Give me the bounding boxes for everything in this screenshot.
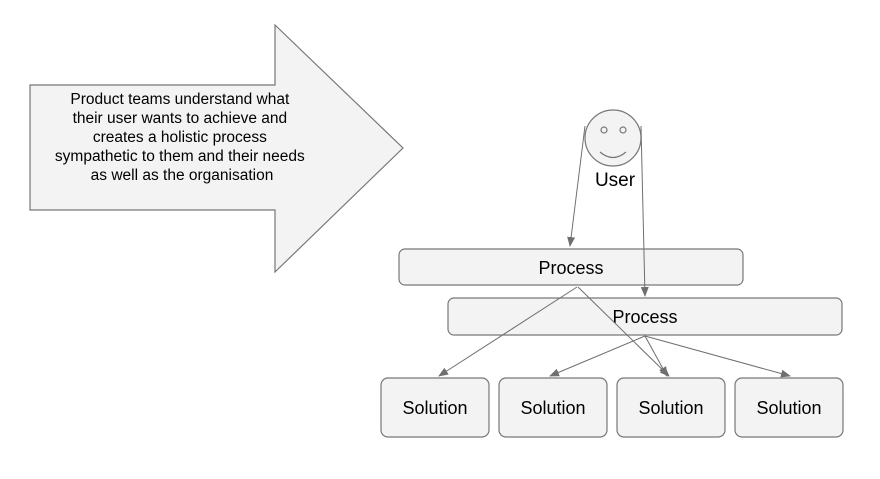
user-eye-left xyxy=(600,126,608,134)
user-smile xyxy=(599,151,627,159)
process-label: Process xyxy=(612,307,677,327)
solution-label: Solution xyxy=(402,398,467,418)
connector-process-to-solution xyxy=(577,286,670,377)
solution-box-shape xyxy=(380,377,490,438)
smiley-face-icon xyxy=(584,109,642,167)
callout-line: sympathetic to them and their needs xyxy=(55,148,305,165)
connector-process-to-solution xyxy=(438,286,578,377)
callout-line: as well as the organisation xyxy=(91,167,274,184)
solution-box-shape xyxy=(616,377,726,438)
process-label: Process xyxy=(538,258,603,278)
solution-box-shape xyxy=(498,377,608,438)
callout-line: their user wants to achieve and xyxy=(73,110,288,127)
solution-label: Solution xyxy=(756,398,821,418)
user-eye-right xyxy=(619,126,627,134)
process-box: Process xyxy=(447,297,843,336)
solution-box: Solution xyxy=(616,377,726,438)
connector-process-to-solution xyxy=(644,335,791,378)
connector-process-to-solution xyxy=(549,335,646,377)
user-label: User xyxy=(595,170,636,191)
callout-arrow-shape xyxy=(29,23,404,274)
callout-text: Product teams understand what their user… xyxy=(55,91,309,184)
callout-arrow: Product teams understand what their user… xyxy=(29,23,404,274)
solution-box: Solution xyxy=(734,377,844,438)
process-box-shape xyxy=(398,248,744,286)
solution-box: Solution xyxy=(498,377,608,438)
connectors xyxy=(438,125,791,378)
solution-label: Solution xyxy=(520,398,585,418)
solution-box: Solution xyxy=(380,377,490,438)
solution-label: Solution xyxy=(638,398,703,418)
connector-user-to-process xyxy=(567,125,586,247)
callout-line: Product teams understand what xyxy=(70,91,290,108)
callout-line: creates a holistic process xyxy=(93,129,267,146)
solution-box-shape xyxy=(734,377,844,438)
connector-user-to-process xyxy=(640,125,649,297)
connector-process-to-solution xyxy=(644,335,668,377)
process-box: Process xyxy=(398,248,744,286)
